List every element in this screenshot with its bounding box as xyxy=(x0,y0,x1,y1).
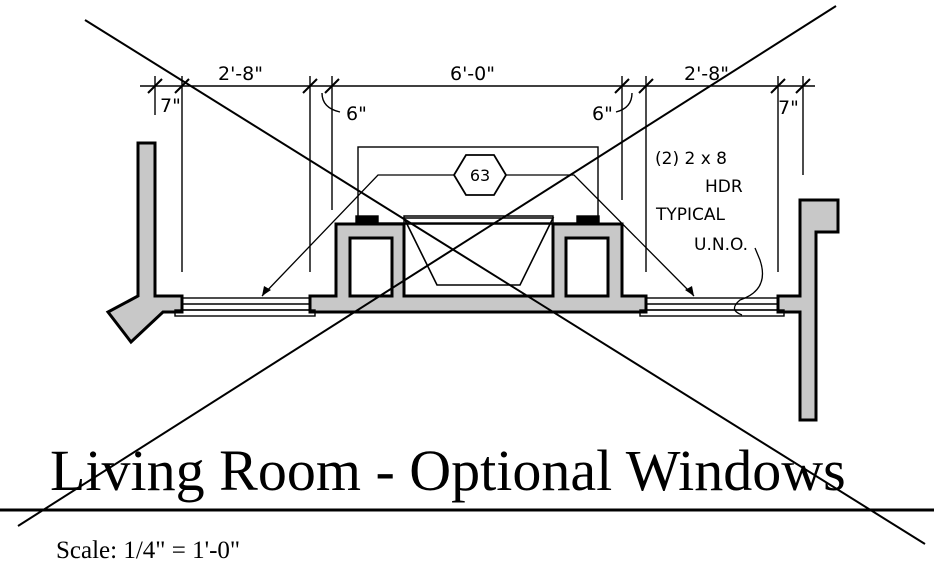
dim-right-offset: 7" xyxy=(778,97,799,119)
windows xyxy=(174,297,785,317)
note-line1: (2) 2 x 8 xyxy=(655,149,727,169)
dim-right-jog: 6" xyxy=(592,103,613,125)
note-line4: U.N.O. xyxy=(694,235,748,255)
dim-center: 6'-0" xyxy=(450,63,495,85)
scale-note: Scale: 1/4" = 1'-0" xyxy=(56,537,240,564)
tag-hexagon: 63 xyxy=(452,154,508,196)
bay-outline xyxy=(357,146,599,224)
dim-right-window: 2'-8" xyxy=(684,63,729,85)
dim-left-jog: 6" xyxy=(346,103,367,125)
note-line3: TYPICAL xyxy=(655,205,726,225)
cross-out xyxy=(17,5,926,545)
tag-number: 63 xyxy=(470,166,490,185)
dim-left-window: 2'-8" xyxy=(218,63,263,85)
dim-left-offset: 7" xyxy=(160,95,181,117)
walls xyxy=(105,141,840,422)
drawing-title: Living Room - Optional Windows xyxy=(50,438,846,503)
note-line2: HDR xyxy=(705,177,743,197)
